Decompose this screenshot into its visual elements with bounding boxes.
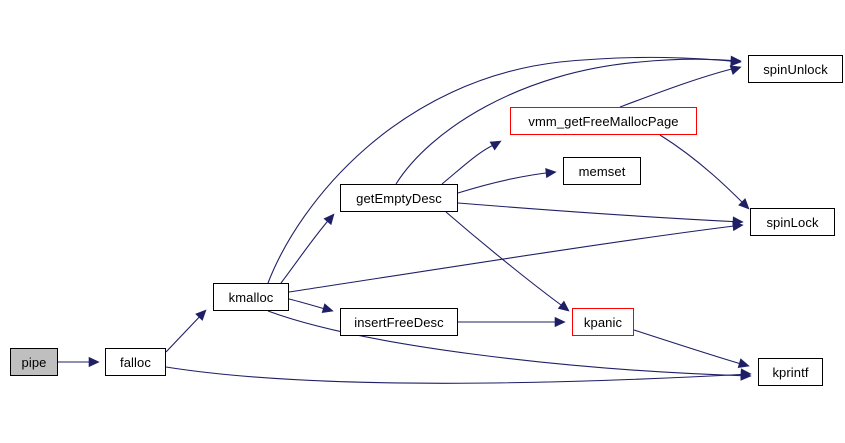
node-label-pipe: pipe: [21, 354, 47, 370]
edge-vmm_getFreeMallocPage-to-spinLock: [659, 134, 749, 209]
edge-vmm_getFreeMallocPage-to-spinUnlock: [619, 66, 741, 108]
node-getEmptyDesc[interactable]: getEmptyDesc: [340, 184, 458, 212]
node-label-insertFreeDesc: insertFreeDesc: [354, 314, 444, 330]
arrowhead-getEmptyDesc->vmm_getFree: [489, 140, 502, 151]
edge-getEmptyDesc-to-spinLock: [457, 202, 743, 223]
node-label-kmalloc: kmalloc: [228, 289, 274, 305]
arrowhead-falloc->kmalloc: [195, 309, 207, 321]
arrowheads-layer: [88, 55, 752, 381]
node-memset[interactable]: memset: [563, 157, 641, 185]
node-pipe[interactable]: pipe: [10, 348, 58, 376]
arrowhead-getEmptyDesc->spinLock: [732, 216, 744, 227]
node-label-vmm_getFreeMallocPage: vmm_getFreeMallocPage: [528, 113, 679, 129]
node-kprintf[interactable]: kprintf: [758, 358, 823, 386]
edge-kpanic-to-kprintf: [633, 329, 749, 367]
arrowhead-kmalloc->kprintf: [740, 370, 752, 381]
arrowhead-getEmptyDesc->spinUnlock: [730, 55, 742, 66]
arrowhead-vmm_getFree->spinUnlock: [729, 65, 742, 76]
edge-falloc-to-kmalloc: [165, 310, 206, 353]
node-label-spinUnlock: spinUnlock: [763, 61, 828, 77]
node-kpanic[interactable]: kpanic: [572, 308, 634, 336]
edge-kmalloc-to-kprintf: [267, 310, 751, 377]
node-label-falloc: falloc: [120, 354, 151, 370]
arrowhead-kpanic->kprintf: [737, 358, 750, 369]
edge-kmalloc-to-spinLock: [288, 224, 743, 293]
node-spinUnlock[interactable]: spinUnlock: [748, 55, 843, 83]
edges-layer: [58, 56, 751, 384]
node-label-spinLock: spinLock: [766, 214, 819, 230]
edge-getEmptyDesc-to-spinUnlock: [395, 58, 741, 185]
node-insertFreeDesc[interactable]: insertFreeDesc: [340, 308, 458, 336]
node-spinLock[interactable]: spinLock: [750, 208, 835, 236]
node-vmm_getFreeMallocPage[interactable]: vmm_getFreeMallocPage: [510, 107, 697, 135]
arrowhead-vmm_getFree->spinLock: [738, 198, 750, 210]
arrowhead-pipe->falloc: [88, 356, 100, 368]
node-label-kpanic: kpanic: [583, 314, 623, 330]
node-label-memset: memset: [578, 163, 626, 179]
node-kmalloc[interactable]: kmalloc: [213, 283, 289, 311]
edge-kmalloc-to-getEmptyDesc: [280, 214, 334, 284]
node-falloc[interactable]: falloc: [105, 348, 166, 376]
edge-getEmptyDesc-to-vmm_getFreeMallocPage: [441, 141, 501, 185]
node-label-getEmptyDesc: getEmptyDesc: [356, 190, 442, 206]
edge-kmalloc-to-spinUnlock: [267, 56, 741, 284]
arrowhead-getEmptyDesc->memset: [545, 168, 557, 179]
edge-falloc-to-kprintf: [165, 366, 751, 384]
edge-getEmptyDesc-to-kpanic: [445, 211, 569, 311]
arrowhead-kmalloc->insertFreeDesc: [321, 303, 334, 314]
edge-getEmptyDesc-to-memset: [457, 171, 556, 194]
arrowhead-kmalloc->getEmptyDesc: [323, 213, 335, 226]
node-label-kprintf: kprintf: [772, 364, 809, 380]
arrowhead-insertFreeDesc->kpanic: [554, 316, 566, 328]
arrowhead-getEmptyDesc->kpanic: [557, 300, 570, 312]
